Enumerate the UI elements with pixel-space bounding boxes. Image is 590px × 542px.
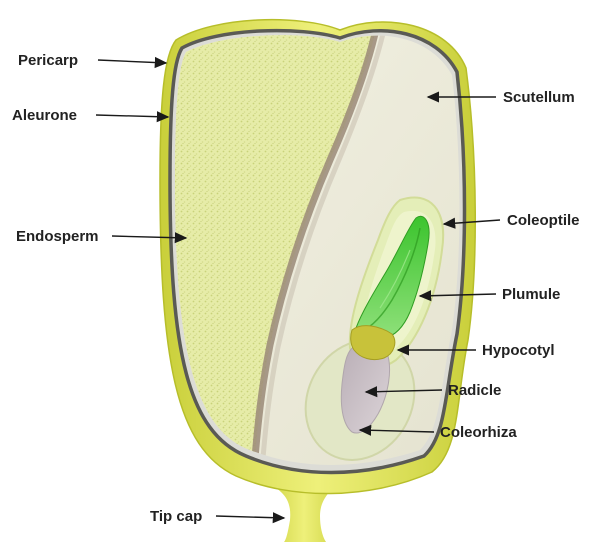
- label-coleoptile: Coleoptile: [507, 212, 580, 229]
- label-aleurone: Aleurone: [12, 107, 77, 124]
- label-scutellum: Scutellum: [503, 89, 575, 106]
- tip-cap-arrow: [216, 516, 284, 518]
- label-plumule: Plumule: [502, 286, 560, 303]
- label-tip-cap: Tip cap: [150, 508, 202, 525]
- aleurone-arrow: [96, 115, 168, 117]
- label-pericarp: Pericarp: [18, 52, 78, 69]
- label-hypocotyl: Hypocotyl: [482, 342, 555, 359]
- label-coleorhiza: Coleorhiza: [440, 424, 517, 441]
- label-radicle: Radicle: [448, 382, 501, 399]
- label-endosperm: Endosperm: [16, 228, 99, 245]
- pericarp-arrow: [98, 60, 166, 63]
